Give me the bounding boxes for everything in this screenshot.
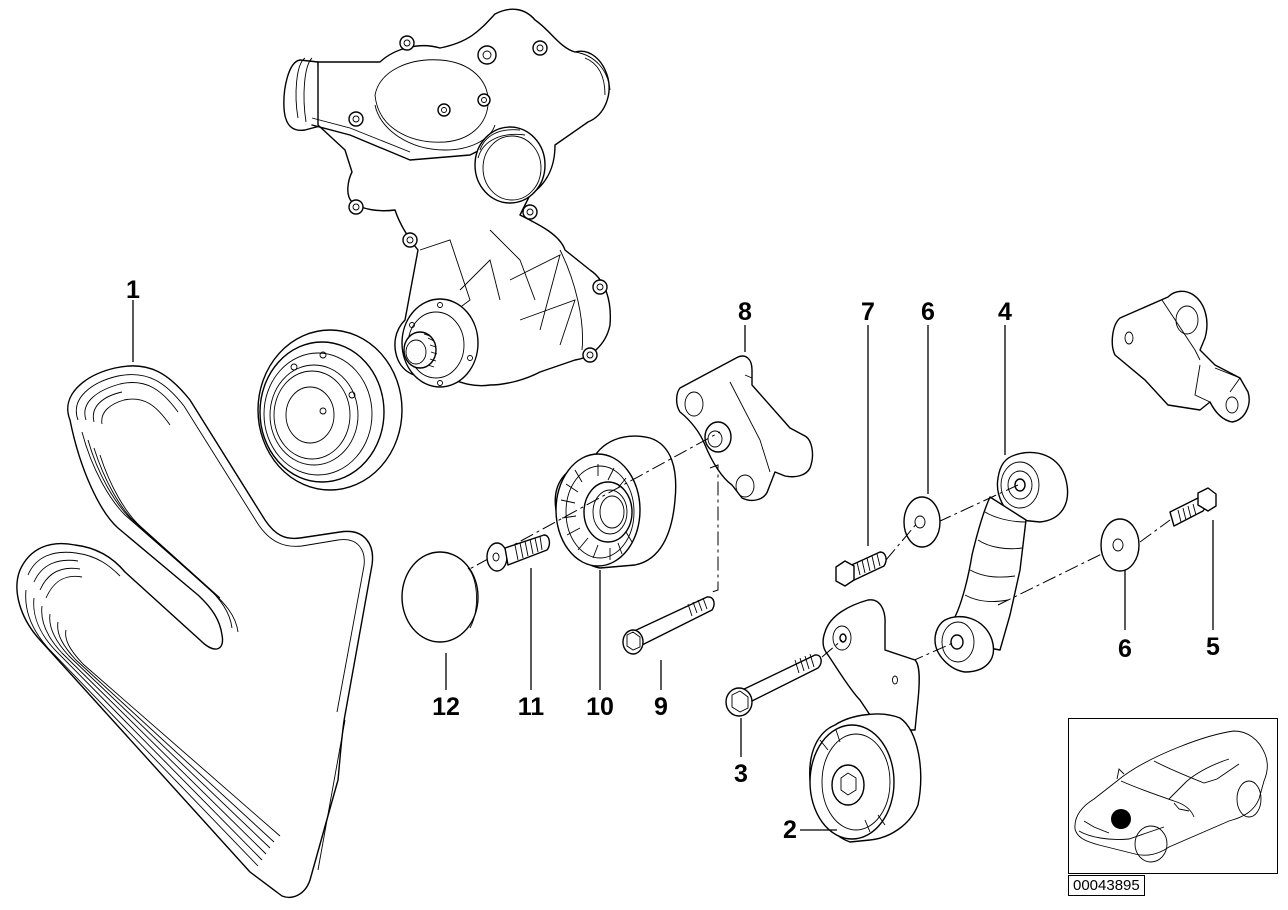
tensioner-pulley[interactable] bbox=[809, 713, 922, 843]
leader-lines bbox=[132, 300, 1214, 831]
car-locator-inset bbox=[1068, 718, 1278, 874]
document-number: 00043895 bbox=[1068, 875, 1145, 896]
hex-bolt-short[interactable] bbox=[835, 521, 919, 587]
location-marker bbox=[1111, 809, 1131, 829]
callout-10[interactable]: 10 bbox=[586, 693, 614, 721]
mounting-bracket[interactable] bbox=[1111, 290, 1250, 423]
callout-4[interactable]: 4 bbox=[998, 298, 1012, 326]
callout-11[interactable]: 11 bbox=[517, 693, 545, 721]
cover-cap[interactable] bbox=[401, 551, 479, 643]
callout-3[interactable]: 3 bbox=[734, 760, 748, 788]
tensioner-arm[interactable] bbox=[822, 599, 920, 731]
bracket-8[interactable] bbox=[675, 355, 814, 502]
callout-12[interactable]: 12 bbox=[432, 693, 460, 721]
belt-tensioner-damper[interactable] bbox=[934, 451, 1069, 673]
callout-6a[interactable]: 6 bbox=[921, 298, 935, 326]
car-outline-icon bbox=[1074, 730, 1268, 863]
pulley[interactable] bbox=[257, 329, 403, 491]
washer[interactable] bbox=[1100, 518, 1140, 572]
callout-6b[interactable]: 6 bbox=[1118, 635, 1132, 663]
callout-9[interactable]: 9 bbox=[654, 693, 668, 721]
hex-bolt-long[interactable] bbox=[622, 596, 715, 655]
callout-2[interactable]: 2 bbox=[783, 816, 797, 844]
hex-bolt-short[interactable] bbox=[1139, 487, 1217, 543]
water-pump[interactable] bbox=[283, 8, 612, 388]
hex-bolt[interactable] bbox=[725, 639, 843, 717]
collar-screw[interactable] bbox=[486, 534, 551, 572]
callout-7[interactable]: 7 bbox=[861, 298, 875, 326]
washer[interactable] bbox=[903, 496, 941, 548]
callout-5[interactable]: 5 bbox=[1206, 633, 1220, 661]
idler-pulley[interactable] bbox=[554, 435, 677, 569]
callout-1[interactable]: 1 bbox=[126, 276, 140, 304]
callout-8[interactable]: 8 bbox=[738, 298, 752, 326]
ribbed-belt[interactable] bbox=[16, 365, 374, 898]
